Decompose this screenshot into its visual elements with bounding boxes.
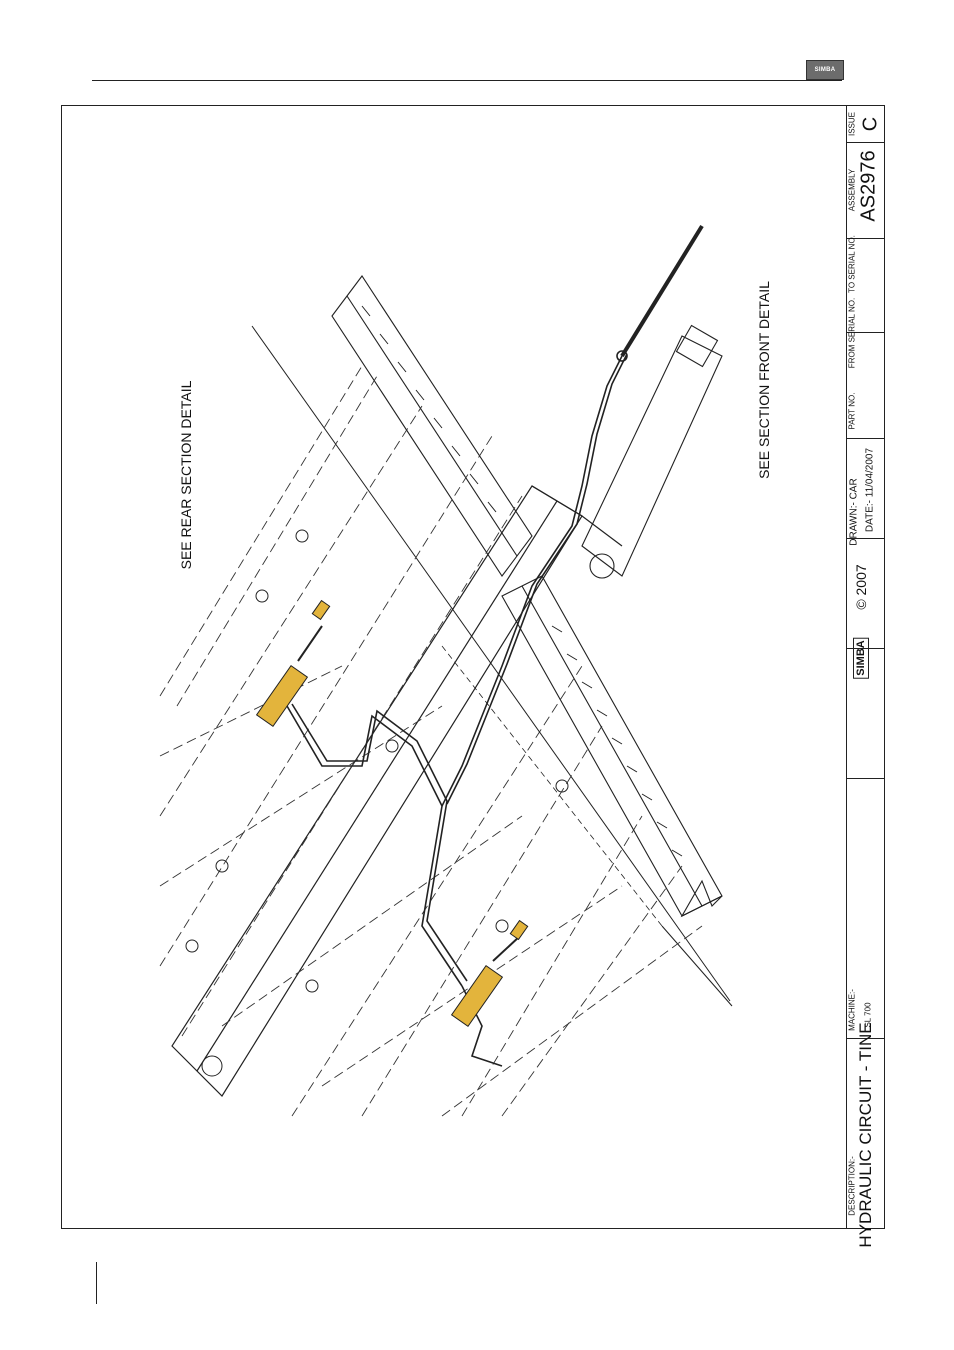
part-no-label: PART NO. <box>848 393 857 430</box>
drawbar <box>582 326 722 578</box>
description-value: HYDRAULIC CIRCUIT - TINE <box>856 1022 876 1247</box>
copyright: © 2007 <box>853 564 869 609</box>
machine-value: SL 700 <box>864 1002 873 1027</box>
simba-titleblock-logo: SIMBA <box>853 637 869 678</box>
rear-section-note: SEE REAR SECTION DETAIL <box>178 381 194 570</box>
assembly-value: AS2976 <box>858 150 881 221</box>
tine-frames <box>160 366 702 1116</box>
machine-label: MACHINE:- <box>848 989 857 1031</box>
hydraulic-cylinder-lower <box>452 921 528 1027</box>
drawing-date: DATE:- 11/04/2007 <box>865 448 876 532</box>
front-section-divider <box>662 926 732 1006</box>
hydraulic-cylinder-upper <box>257 601 330 727</box>
drawn-by: DRAWN:- CAR <box>849 478 860 545</box>
main-beam <box>172 486 622 1096</box>
tine-clamps <box>186 306 682 1076</box>
footer-rule <box>96 1262 97 1304</box>
issue-value: C <box>860 117 883 131</box>
simba-logo: SIMBA <box>806 60 844 80</box>
hydraulic-circuit-drawing <box>62 106 846 1228</box>
front-section-note: SEE SECTION FRONT DETAIL <box>756 281 772 479</box>
to-serial-label: TO SERIAL NO. <box>848 235 857 293</box>
hydraulic-hoses <box>287 226 702 1066</box>
issue-label: ISSUE <box>848 112 857 136</box>
front-toolbar <box>502 576 722 916</box>
header-rule <box>92 80 842 81</box>
assembly-label: ASSEMBLY <box>848 169 857 212</box>
from-serial-label: FROM SERIAL NO. <box>848 298 857 368</box>
